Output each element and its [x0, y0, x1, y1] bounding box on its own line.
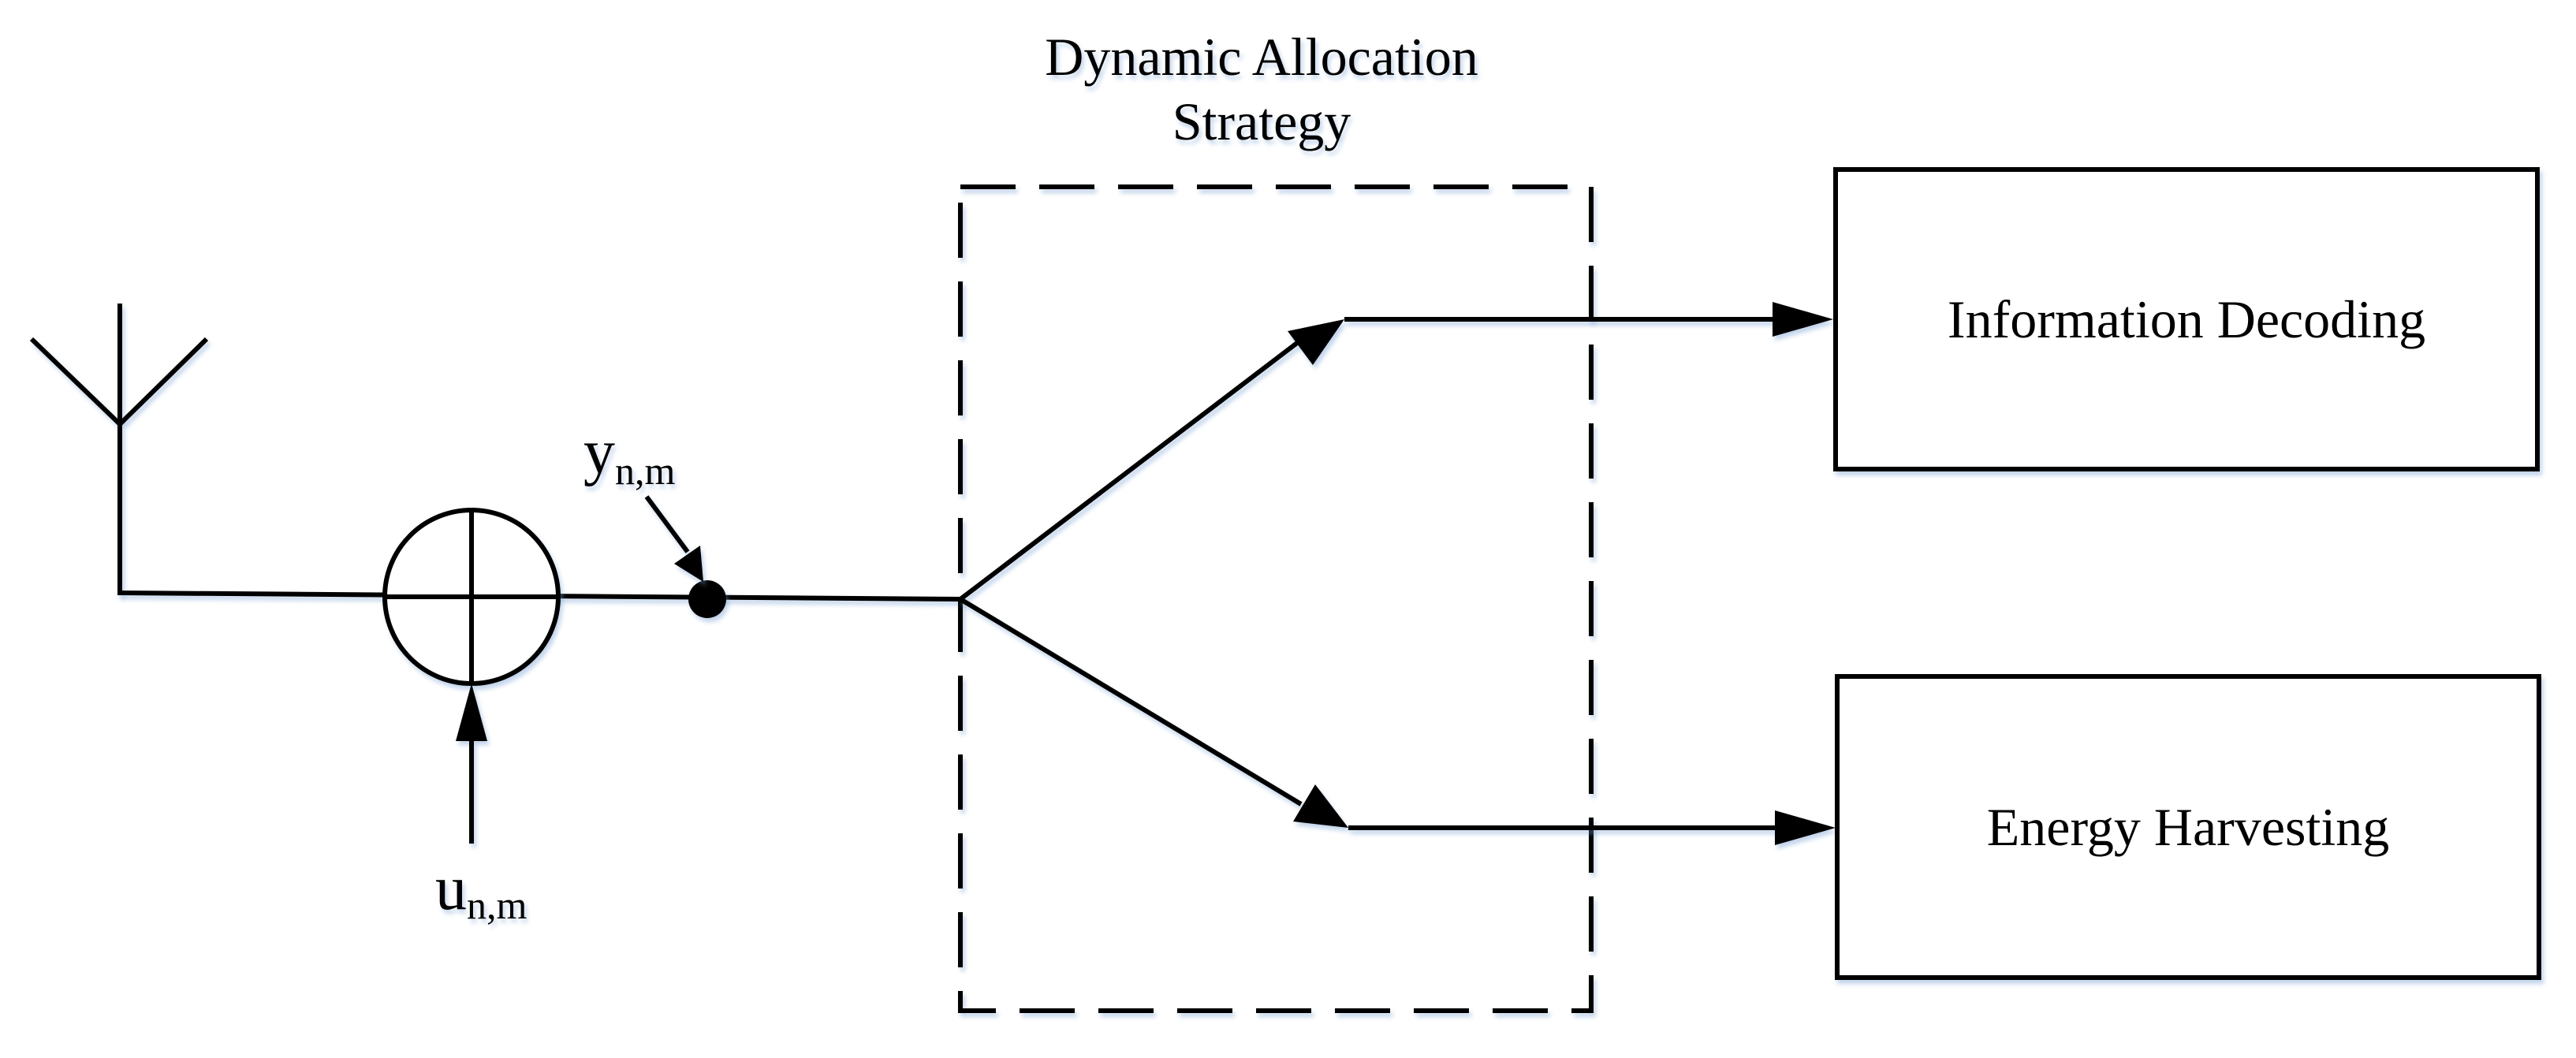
adder-icon [382, 508, 561, 686]
signal-point [688, 580, 726, 618]
signal-y-label: yn,m [583, 418, 676, 493]
energy-harvesting-label: Energy Harvesting [1987, 797, 2390, 857]
signal-pointer-arrow [644, 495, 703, 582]
strategy-title-line2: Strategy [1172, 91, 1351, 151]
upper-branch-arrow [959, 302, 1833, 602]
strategy-title-line1: Dynamic Allocation [1045, 27, 1478, 87]
lower-branch-arrow [959, 597, 1836, 845]
noise-input-arrow [456, 684, 487, 844]
information-decoding-label: Information Decoding [1948, 289, 2425, 349]
information-decoding-box: Information Decoding [1833, 167, 2540, 471]
energy-harvesting-box: Energy Harvesting [1835, 674, 2541, 980]
signal-u-label: un,m [435, 854, 528, 927]
antenna-icon [29, 304, 209, 595]
allocation-strategy-box [958, 184, 1594, 1013]
